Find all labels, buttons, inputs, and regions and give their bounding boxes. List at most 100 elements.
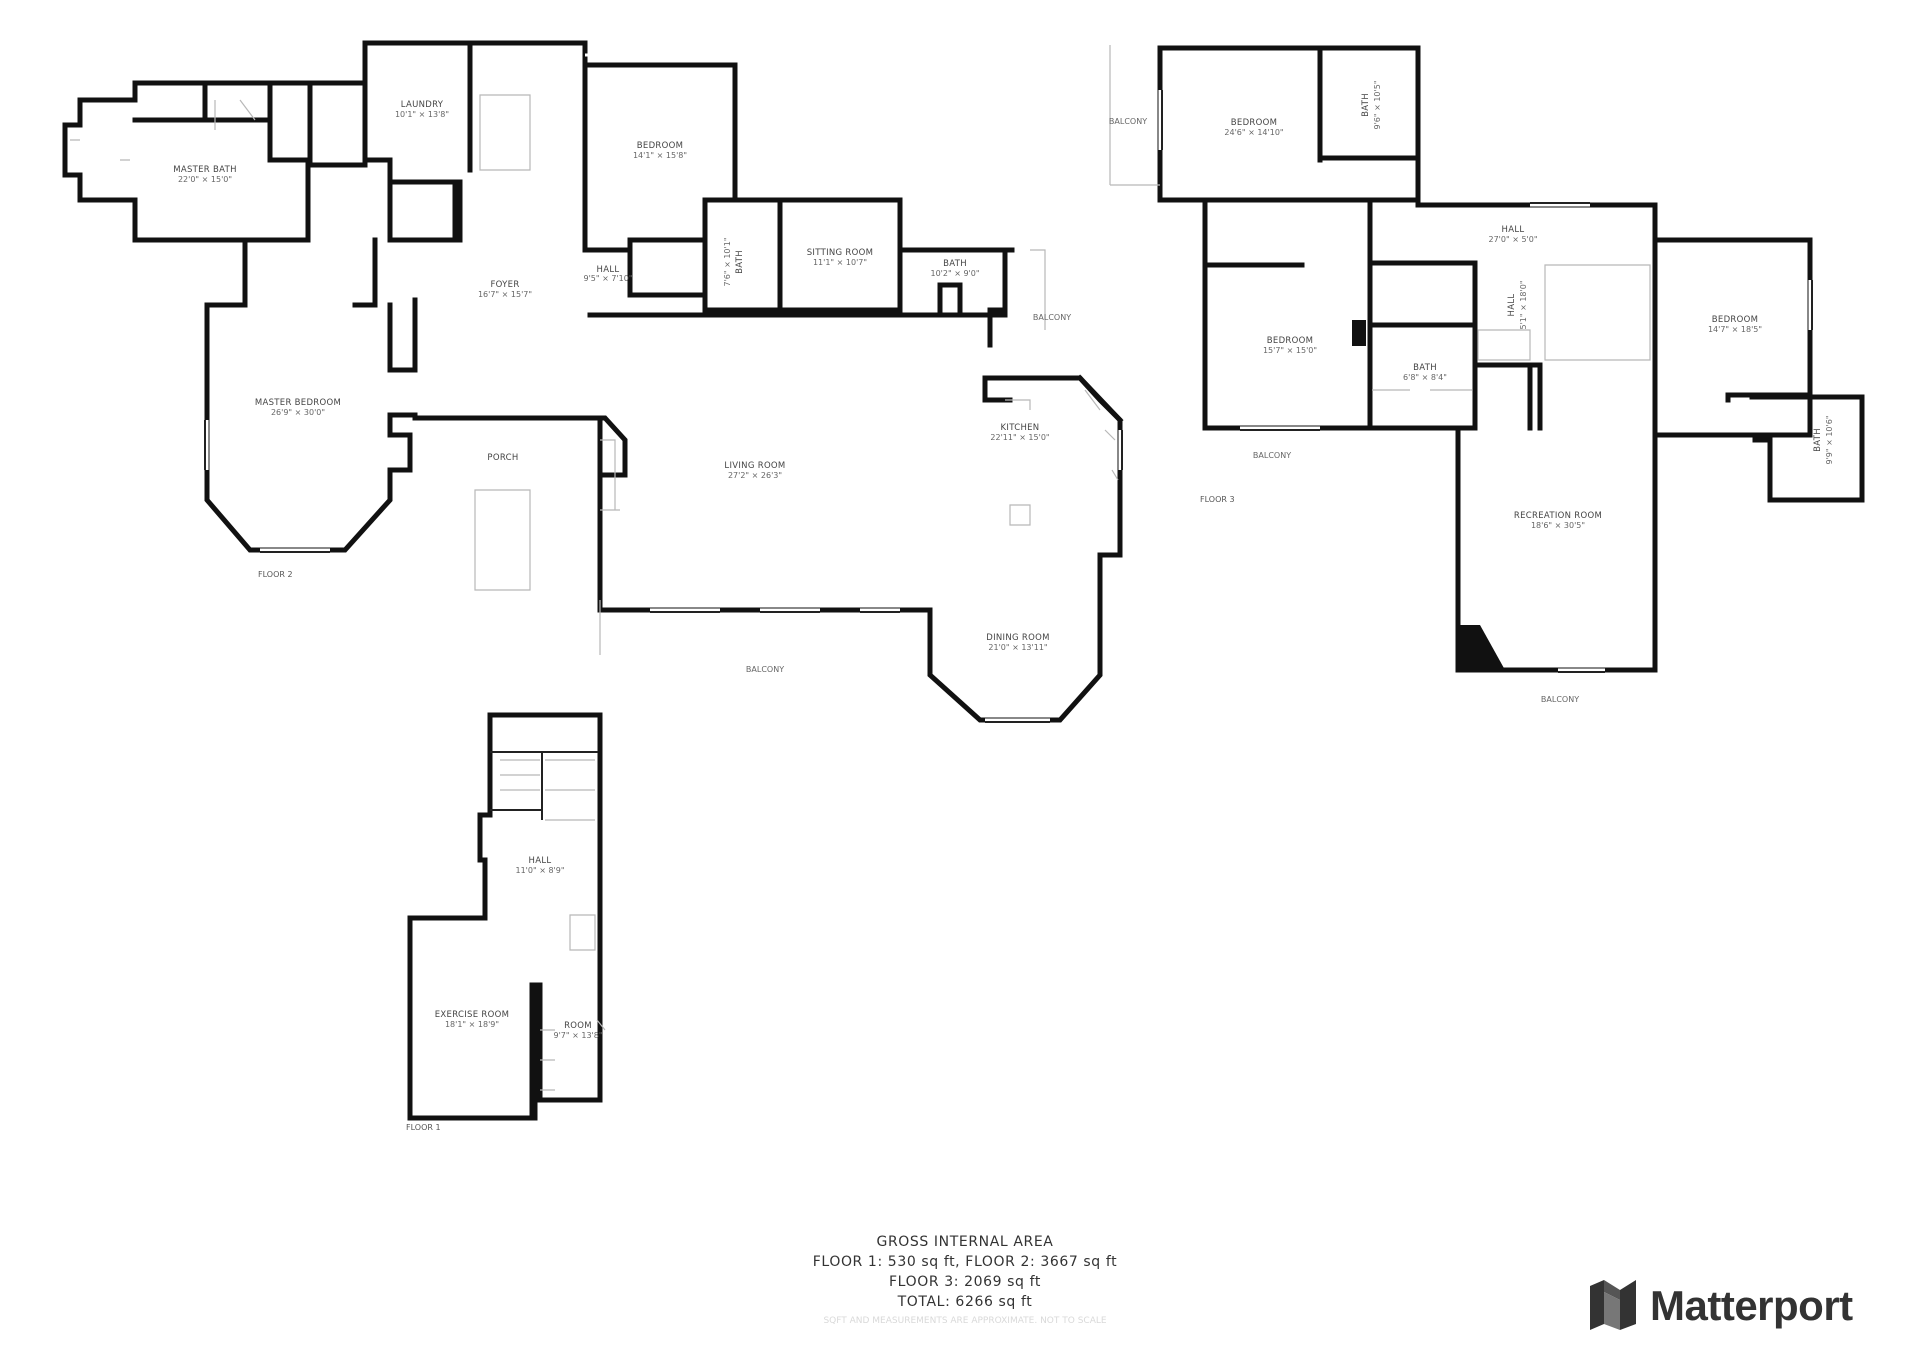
floor-2-plan <box>62 40 1124 723</box>
room-label: BATH <box>943 259 967 269</box>
matterport-logo-icon <box>1590 1280 1636 1330</box>
room-dims: 11'1" × 10'7" <box>813 258 867 267</box>
matterport-logo: Matterport <box>1588 1278 1853 1334</box>
room-dims: 15'7" × 15'0" <box>1263 346 1317 355</box>
balcony-outline-3 <box>1109 45 1160 186</box>
room-dims: 27'2" × 26'3" <box>728 471 782 480</box>
room-label: PORCH <box>487 453 518 463</box>
window-panes-3 <box>1161 90 1813 673</box>
bath-2-inner-wall <box>937 282 963 313</box>
room-dims: 27'0" × 5'0" <box>1489 235 1538 244</box>
room-label: BEDROOM <box>1712 315 1758 325</box>
room-label: FOYER <box>490 280 519 290</box>
room-label: HALL <box>1507 294 1517 317</box>
window-openings <box>205 53 1122 722</box>
room-fixture-outlines <box>540 1019 606 1091</box>
floor-3-labels: BEDROOM 24'6" × 14'10" BATH 9'6" × 10'5"… <box>1109 81 1834 705</box>
room-dims: 5'1" × 18'0" <box>1519 281 1528 330</box>
bath-3b-wall <box>1367 202 1478 431</box>
balcony-label: BALCONY <box>1253 451 1291 460</box>
fireplace-block <box>1458 625 1505 670</box>
closet-walls <box>202 80 368 168</box>
room-label: HALL <box>597 265 620 275</box>
room-label: KITCHEN <box>1001 423 1040 433</box>
room-dims: 21'0" × 13'11" <box>988 643 1047 652</box>
room-dims: 14'7" × 18'5" <box>1708 325 1762 334</box>
floor-1-labels: HALL 11'0" × 8'9" EXERCISE ROOM 18'1" × … <box>406 856 603 1132</box>
room-label: SITTING ROOM <box>807 248 874 258</box>
room-label: BEDROOM <box>1231 118 1277 128</box>
chimney-block <box>1352 320 1366 346</box>
room-label: HALL <box>529 856 552 866</box>
gia-total: TOTAL: 6266 sq ft <box>897 1294 1033 1310</box>
stair-treads <box>500 759 596 951</box>
floor-1-east-wall <box>487 712 603 1103</box>
gia-line-1: FLOOR 1: 530 sq ft, FLOOR 2: 3667 sq ft <box>812 1254 1118 1270</box>
room-dims: 7'6" × 10'1" <box>723 238 732 287</box>
master-bath-bay-wall <box>62 97 138 203</box>
kitchen-angled-wall <box>1076 374 1124 424</box>
room-dims: 9'5" × 7'10" <box>584 274 633 283</box>
master-bedroom-wall <box>204 237 413 553</box>
gia-heading: GROSS INTERNAL AREA <box>876 1234 1054 1250</box>
bedroom-3b-wall <box>1202 202 1375 431</box>
room-dims: 11'0" × 8'9" <box>516 866 565 875</box>
floor-2-labels: MASTER BATH 22'0" × 15'0" LAUNDRY 10'1" … <box>173 100 1071 674</box>
room-dims: 10'1" × 13'8" <box>395 110 449 119</box>
bath-walls <box>627 197 783 313</box>
balcony-label: BALCONY <box>746 665 784 674</box>
gross-internal-area: GROSS INTERNAL AREA FLOOR 1: 530 sq ft, … <box>720 1232 1210 1312</box>
room-dims: 9'6" × 10'5" <box>1373 81 1382 130</box>
room-label: DINING ROOM <box>986 633 1050 643</box>
floor-1-west-wall <box>407 712 535 1121</box>
room-dims: 10'2" × 9'0" <box>931 269 980 278</box>
room-label: MASTER BATH <box>173 165 237 175</box>
closet-3-wall <box>1527 362 1543 431</box>
disclaimer-watermark: SQFT AND MEASUREMENTS ARE APPROXIMATE. N… <box>823 1316 1107 1326</box>
room-label: HALL <box>1502 225 1525 235</box>
window-panes <box>204 420 1123 723</box>
living-dining-outer-wall <box>597 375 1123 723</box>
room-label: LAUNDRY <box>401 100 444 110</box>
fixture-outlines <box>474 94 1046 655</box>
bedroom-north-wall <box>587 62 738 203</box>
room-dims: 6'8" × 8'4" <box>1403 373 1447 382</box>
hall-3b-wall <box>1455 262 1543 673</box>
recreation-room-wall <box>1455 432 1658 673</box>
fixture-outlines-3 <box>1372 264 1651 391</box>
sitting-room-walls <box>777 197 1008 348</box>
room-label: BEDROOM <box>1267 336 1313 346</box>
gia-line-2: FLOOR 3: 2069 sq ft <box>889 1274 1041 1290</box>
master-bedroom-inner-wall <box>352 237 418 438</box>
room-divider-wall <box>532 982 543 1121</box>
balcony-label: BALCONY <box>1033 313 1071 322</box>
room-label: LIVING ROOM <box>724 461 785 471</box>
logo-text: Matterport <box>1650 1282 1853 1329</box>
balcony-label: BALCONY <box>1109 117 1147 126</box>
room-label: BEDROOM <box>637 141 683 151</box>
room-dims: 9'7" × 13'8" <box>554 1031 603 1040</box>
floor-3-plan <box>1109 45 1865 673</box>
bath-3c-wall <box>1749 394 1865 503</box>
room-label: ROOM <box>564 1021 592 1031</box>
floor-label: FLOOR 2 <box>258 570 293 579</box>
room-label: BATH <box>1361 93 1371 117</box>
room-label: MASTER BEDROOM <box>255 398 341 408</box>
room-dims: 14'1" × 15'8" <box>633 151 687 160</box>
kitchen-fixture-outlines <box>1084 389 1119 481</box>
room-dims: 9'9" × 10'6" <box>1825 416 1834 465</box>
room-dims: 22'0" × 15'0" <box>178 175 232 184</box>
room-dims: 22'11" × 15'0" <box>990 433 1049 442</box>
room-label: BATH <box>1413 363 1437 373</box>
floor-label: FLOOR 1 <box>406 1123 441 1132</box>
room-dims: 18'1" × 18'9" <box>445 1020 499 1029</box>
master-bath-south-wall <box>132 177 311 243</box>
porch-wall <box>387 412 628 478</box>
room-label: BATH <box>1813 428 1823 452</box>
room-label: EXERCISE ROOM <box>435 1010 509 1020</box>
room-dims: 24'6" × 14'10" <box>1224 128 1283 137</box>
floor-label: FLOOR 3 <box>1200 495 1235 504</box>
room-label: RECREATION ROOM <box>1514 511 1602 521</box>
stair-outline <box>490 751 598 820</box>
